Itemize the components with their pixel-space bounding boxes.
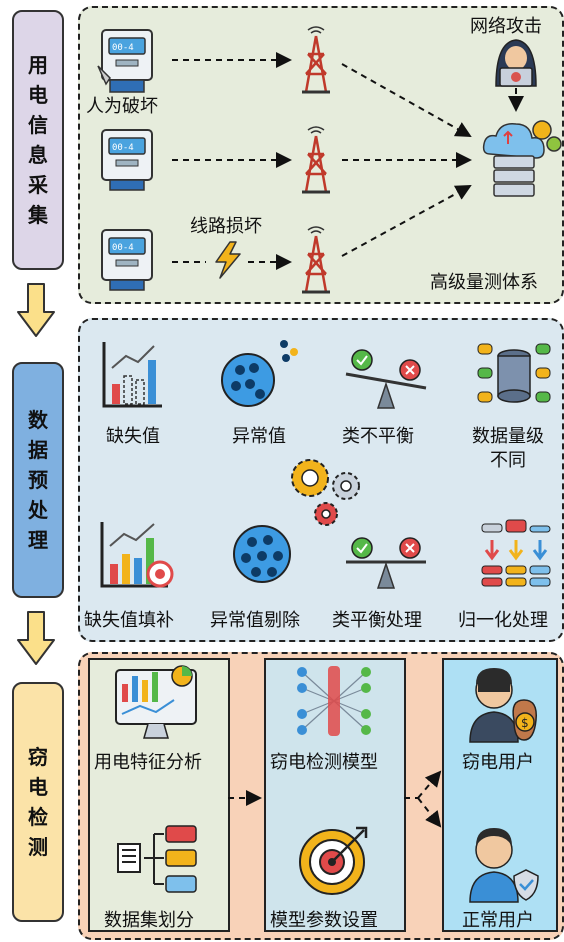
gears-icon xyxy=(291,459,360,526)
stage-tab-detection: 窃 电 检 测 xyxy=(12,682,64,922)
normalization-icon xyxy=(481,519,551,587)
imputation-chart-icon xyxy=(100,522,174,588)
problem-label: 不同 xyxy=(490,450,526,471)
missing-value-chart-icon xyxy=(102,342,162,408)
svg-text:00-4: 00-4 xyxy=(112,143,134,153)
network-attack-label: 网络攻击 xyxy=(470,16,542,37)
stage-char: 处 xyxy=(28,498,48,522)
stage-char: 理 xyxy=(28,528,48,552)
svg-text:00-4: 00-4 xyxy=(112,43,134,53)
stage-char: 电 xyxy=(28,83,48,107)
stage-char: 检 xyxy=(28,805,48,829)
problem-label: 异常值 xyxy=(232,426,286,447)
down-arrow-icon xyxy=(17,611,55,665)
solution-label: 异常值剔除 xyxy=(210,610,300,631)
feature-analysis-label: 用电特征分析 xyxy=(94,752,202,773)
outlier-removed-icon xyxy=(233,525,291,583)
transmission-tower-icon xyxy=(302,226,330,294)
stage-tab-preprocessing: 数 据 预 处 理 xyxy=(12,362,64,598)
lightning-icon xyxy=(215,241,241,279)
transmission-tower-icon xyxy=(302,126,330,194)
svg-text:00-4: 00-4 xyxy=(112,243,134,253)
smart-meter-icon: 00-4 xyxy=(97,29,153,93)
smart-meter-icon: 00-4 xyxy=(101,229,153,291)
stage-char: 据 xyxy=(28,438,48,462)
model-label: 窃电检测模型 xyxy=(270,752,378,773)
thief-icon: $ xyxy=(469,668,537,743)
svg-text:$: $ xyxy=(521,716,529,730)
detection-connectors xyxy=(228,770,442,828)
solution-label: 类平衡处理 xyxy=(332,610,422,631)
transmission-tower-icon xyxy=(302,26,330,94)
stage-tab-collection: 用 电 信 息 采 集 xyxy=(12,10,64,270)
stage-char: 窃 xyxy=(28,745,48,769)
normal-user-icon xyxy=(469,828,539,903)
problem-label: 缺失值 xyxy=(106,426,160,447)
balanced-scale-icon xyxy=(346,537,426,589)
problem-label: 类不平衡 xyxy=(342,426,414,447)
ami-server-icon xyxy=(482,120,562,197)
line-damage-label: 线路损坏 xyxy=(190,216,262,237)
stage-char: 电 xyxy=(28,775,48,799)
outlier-cluster-icon xyxy=(221,340,298,407)
normal-user-label: 正常用户 xyxy=(462,910,534,931)
dataset-split-label: 数据集划分 xyxy=(104,910,194,931)
target-settings-icon xyxy=(299,826,368,895)
ami-label: 高级量测体系 xyxy=(430,272,538,293)
stage-char: 采 xyxy=(28,173,48,197)
solution-label: 缺失值填补 xyxy=(84,610,174,631)
collection-connectors xyxy=(172,52,524,270)
stage-char: 用 xyxy=(28,53,48,77)
stage-char: 数 xyxy=(28,408,48,432)
imbalance-scale-icon xyxy=(345,349,427,409)
neural-network-icon xyxy=(297,666,371,736)
smart-meter-icon: 00-4 xyxy=(101,129,153,191)
stage-char: 信 xyxy=(28,113,48,137)
solution-label: 归一化处理 xyxy=(458,610,548,631)
stage-char: 测 xyxy=(28,835,48,859)
database-scale-icon xyxy=(477,343,551,403)
param-setting-label: 模型参数设置 xyxy=(270,910,378,931)
vandalism-label: 人为破坏 xyxy=(86,96,158,117)
stage-char: 集 xyxy=(28,203,48,227)
theft-user-label: 窃电用户 xyxy=(462,752,534,773)
dataset-split-icon xyxy=(117,825,197,893)
stage-char: 预 xyxy=(28,468,48,492)
monitor-analytics-icon xyxy=(115,665,197,739)
problem-label: 数据量级 xyxy=(472,426,544,447)
stage-char: 息 xyxy=(28,143,48,167)
hacker-icon xyxy=(495,39,537,87)
down-arrow-icon xyxy=(17,283,55,337)
